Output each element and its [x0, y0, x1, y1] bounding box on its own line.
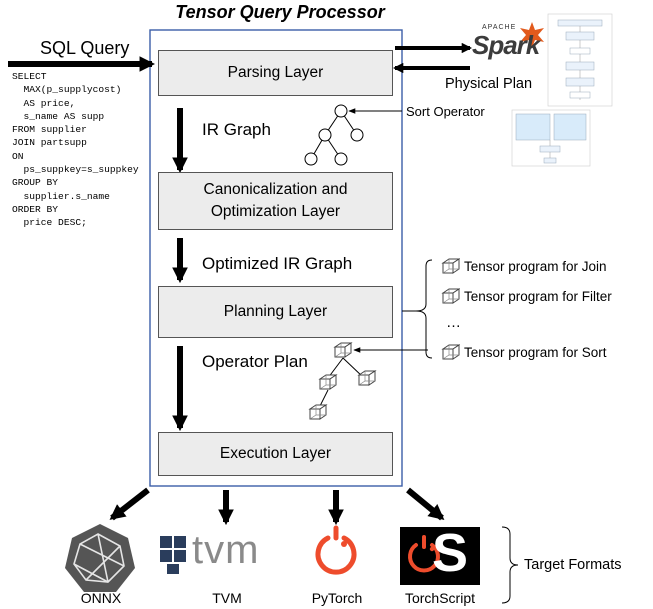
torchscript-s-glyph: S [432, 523, 469, 583]
physical-plan-thumbnail-2 [511, 109, 591, 167]
target-formats-label: Target Formats [524, 557, 622, 573]
tvm-logo-text: tvm [192, 528, 260, 572]
tensor-program-cube-icon [442, 288, 460, 304]
physical-plan-thumbnail [547, 13, 613, 107]
tensor-program-sort-label: Tensor program for Sort [464, 345, 607, 360]
tensor-program-filter: Tensor program for Filter [440, 288, 612, 305]
tvm-icon [160, 536, 186, 574]
parsing-layer-box: Parsing Layer [158, 50, 393, 96]
target-onnx-label: ONNX [80, 590, 122, 606]
target-tvm-label: TVM [212, 590, 242, 606]
execution-layer-label: Execution Layer [219, 445, 332, 462]
tensor-query-processor-frame [149, 29, 403, 487]
physical-plan-label: Physical Plan [445, 76, 533, 92]
operator-plan-label: Operator Plan [202, 352, 308, 371]
ir-graph-label: IR Graph [202, 120, 271, 139]
optimized-ir-graph-label: Optimized IR Graph [202, 254, 353, 273]
operator-plan-tree [309, 342, 376, 420]
tensor-program-cube-icon [442, 344, 460, 360]
arrow-to-torchscript [406, 487, 445, 521]
canonicalization-layer-label-line1: Canonicalization and [203, 181, 348, 198]
tensor-program-ellipsis: … [446, 314, 461, 331]
tensor-program-join: Tensor program for Join [440, 258, 607, 275]
canonicalization-layer-label-line2: Optimization Layer [210, 203, 341, 220]
target-formats-brace [501, 526, 519, 604]
planning-layer-label: Planning Layer [223, 303, 328, 320]
ir-graph-tree [304, 104, 364, 166]
spark-star-icon [520, 22, 544, 48]
planning-layer-box: Planning Layer [158, 286, 393, 338]
tensor-program-sort: Tensor program for Sort [440, 344, 607, 361]
pytorch-icon [315, 525, 357, 575]
target-pytorch-label: PyTorch [311, 590, 363, 606]
tensor-program-filter-label: Tensor program for Filter [464, 289, 612, 304]
spark-logo-text: Spark [472, 30, 540, 60]
spark-logo-small-text: APACHE [482, 24, 517, 31]
onnx-icon [65, 524, 135, 592]
canonicalization-layer-box: Canonicalization and Optimization Layer [158, 172, 393, 230]
tensor-program-join-label: Tensor program for Join [464, 259, 607, 274]
diagram-title: Tensor Query Processor [175, 2, 385, 22]
torchscript-icon [400, 527, 480, 585]
tensor-program-cube-icon [442, 258, 460, 274]
tensor-programs-brace [415, 259, 433, 359]
sql-query-label: SQL Query [40, 38, 130, 58]
arrow-to-onnx [109, 487, 150, 521]
parsing-layer-label: Parsing Layer [227, 64, 324, 81]
target-torchscript-label: TorchScript [404, 590, 476, 606]
sql-query-text: SELECT MAX(p_supplycost) AS price, s_nam… [12, 71, 139, 229]
execution-layer-box: Execution Layer [158, 432, 393, 476]
sort-operator-label: Sort Operator [406, 104, 485, 119]
